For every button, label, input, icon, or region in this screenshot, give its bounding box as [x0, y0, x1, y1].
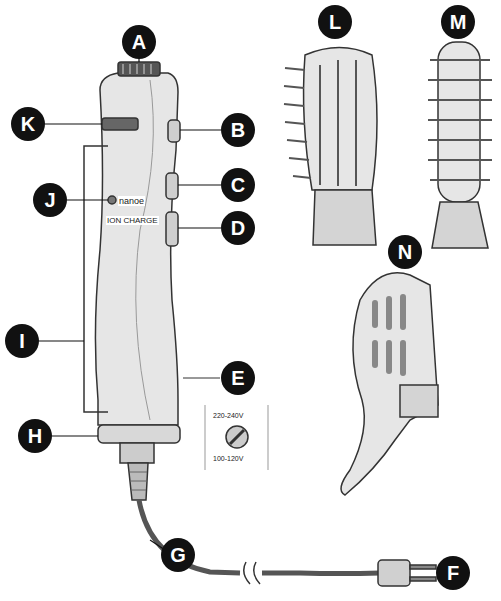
- printed-marking: 220-240V: [212, 412, 244, 419]
- callout-letter: K: [11, 107, 45, 141]
- callout-letter: J: [33, 183, 67, 217]
- printed-marking: nanoe: [118, 196, 145, 206]
- callout-letter: M: [441, 5, 475, 39]
- callout-letter: E: [221, 361, 255, 395]
- printed-marking: ION CHARGE: [106, 216, 159, 225]
- callout-letter: I: [5, 324, 39, 358]
- callout-letter: C: [221, 168, 255, 202]
- callout-letter: F: [436, 556, 470, 590]
- printed-marking: 100-120V: [212, 455, 244, 462]
- callout-letter: N: [388, 235, 422, 269]
- callout-letter: B: [221, 113, 255, 147]
- callout-letter: D: [221, 211, 255, 245]
- callout-letter: G: [161, 538, 195, 572]
- callout-letter: A: [122, 25, 156, 59]
- callout-letter: L: [318, 5, 352, 39]
- callout-letter: H: [18, 419, 52, 453]
